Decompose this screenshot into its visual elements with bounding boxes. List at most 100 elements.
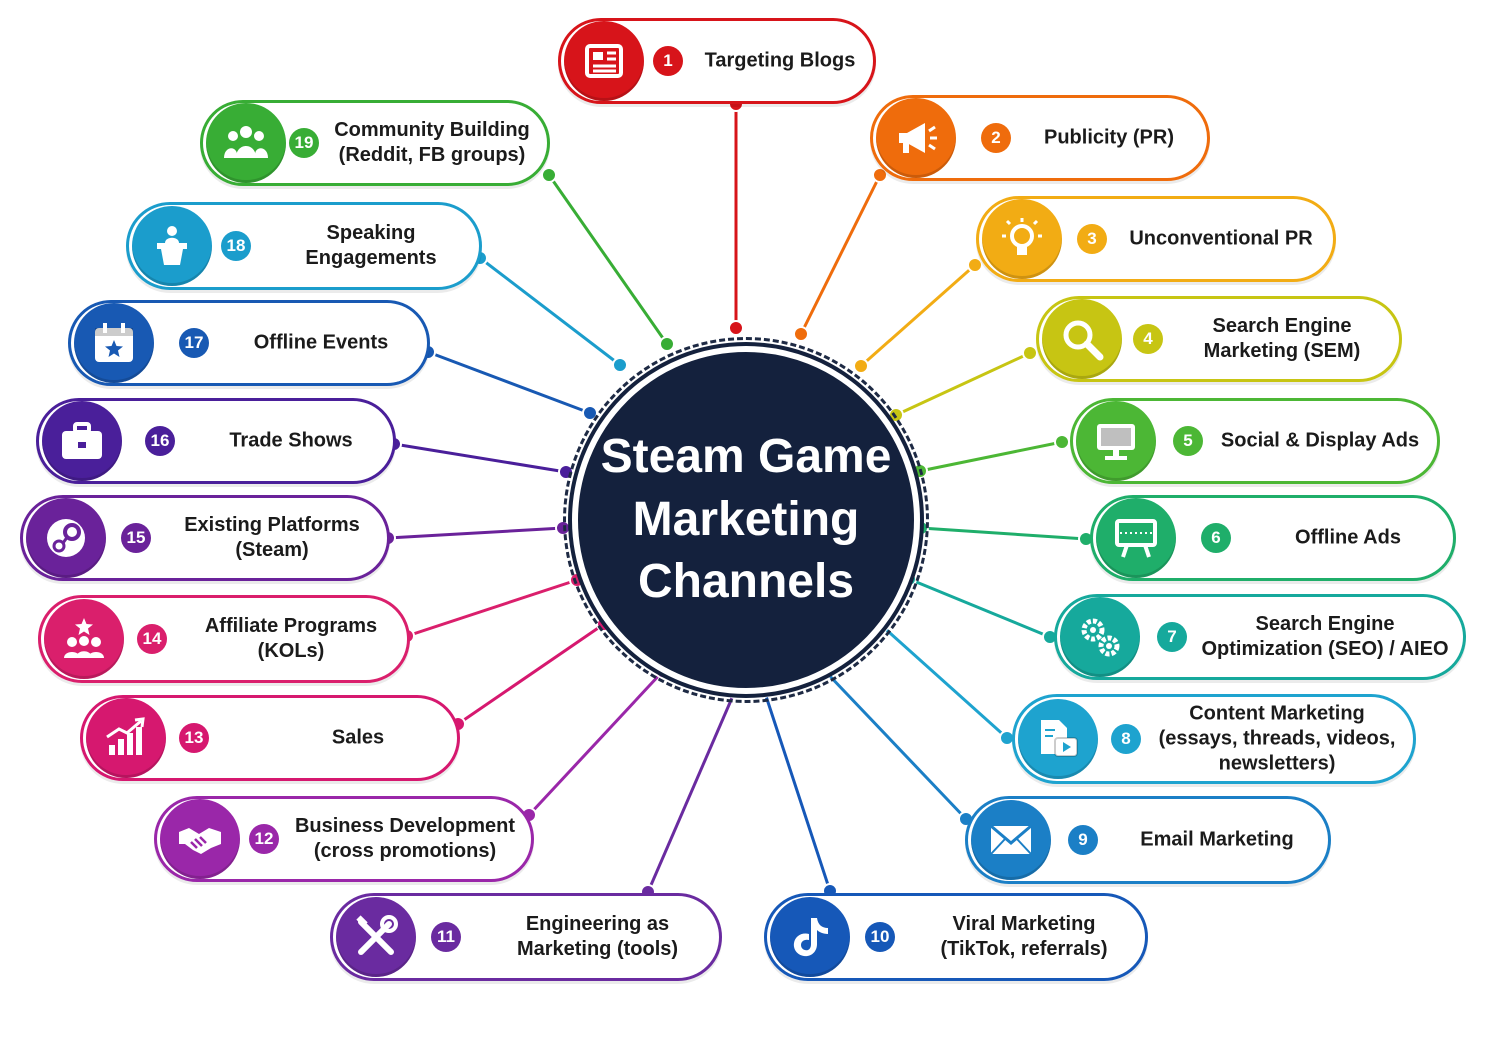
channel-number-12: 12 [249, 824, 279, 854]
gears-icon [1081, 618, 1120, 657]
channel-number-6: 6 [1201, 523, 1231, 553]
channel-number-9: 9 [1068, 825, 1098, 855]
connector-line-14 [406, 578, 578, 638]
channel-icon-7 [1060, 597, 1140, 677]
channel-number-7: 7 [1157, 622, 1187, 652]
tiktok-icon [793, 918, 828, 957]
connector-line-15 [387, 526, 564, 540]
channel-label-19: Community Building (Reddit, FB groups) [334, 119, 530, 166]
channel-number-2: 2 [981, 123, 1011, 153]
channel-pill-3: 3 Unconventional PR [976, 196, 1336, 282]
newspaper-icon [585, 44, 623, 78]
channel-label-12: Business Development (cross promotions) [294, 815, 516, 862]
channel-icon-6 [1096, 498, 1176, 578]
connector-line-13 [457, 622, 605, 726]
channel-label-15: Existing Platforms (Steam) [184, 514, 360, 561]
channel-number-18: 18 [221, 231, 251, 261]
channel-number-17: 17 [179, 328, 209, 358]
connector-line-7 [908, 577, 1051, 639]
speaker-podium-icon [157, 226, 187, 265]
channel-pill-12: 12 Business Development (cross promotions… [154, 796, 534, 882]
connector-line-12 [527, 669, 665, 817]
channel-label-2: Publicity (PR) [1043, 126, 1174, 149]
center-ring [563, 337, 929, 703]
connector-hub-dot-2 [793, 326, 809, 342]
channel-pill-19: 19 Community Building (Reddit, FB groups) [200, 100, 550, 186]
lightbulb-icon [1002, 218, 1042, 255]
channel-pill-8: 8 Content Marketing (essays, threads, vid… [1012, 694, 1416, 784]
group-star-icon [64, 618, 104, 658]
center-hub: Steam Game Marketing Channels [572, 346, 920, 694]
connector-line-17 [427, 350, 591, 415]
connector-line-2 [799, 174, 882, 335]
channel-number-11: 11 [431, 922, 461, 952]
channel-icon-2 [876, 98, 956, 178]
channel-icon-18 [132, 206, 212, 286]
center-title: Steam Game Marketing Channels [600, 430, 892, 609]
connector-line-11 [646, 690, 737, 893]
connector-line-18 [479, 256, 621, 367]
magnifier-icon [1063, 320, 1104, 361]
channel-pill-15: 15 Existing Platforms (Steam) [20, 495, 390, 581]
community-icon [224, 126, 268, 158]
channel-pill-2: 2 Publicity (PR) [870, 95, 1210, 181]
connector-line-3 [860, 263, 976, 368]
channel-number-10: 10 [865, 922, 895, 952]
channel-label-4: Search Engine Marketing (SEM) [1203, 315, 1361, 362]
connector-line-16 [393, 442, 567, 474]
channel-icon-4 [1042, 299, 1122, 379]
channel-number-16: 16 [145, 426, 175, 456]
channel-pill-18: 18 Speaking Engagements [126, 202, 482, 290]
channel-label-8: Content Marketing (essays, threads, vide… [1158, 702, 1396, 775]
channel-icon-14 [44, 599, 124, 679]
channel-icon-19 [206, 103, 286, 183]
calendar-icon [95, 323, 133, 362]
channel-pill-16: 16 Trade Shows [36, 398, 396, 484]
connector-hub-dot-18 [612, 357, 628, 373]
channel-number-3: 3 [1077, 224, 1107, 254]
channel-number-19: 19 [289, 128, 319, 158]
handshake-icon [179, 828, 221, 854]
channel-icon-12 [160, 799, 240, 879]
connector-end-dot-19 [541, 167, 557, 183]
channel-label-6: Offline Ads [1295, 526, 1401, 549]
channel-label-7: Search Engine Optimization (SEO) / AIEO [1201, 613, 1449, 660]
channel-pill-17: 17 Offline Events [68, 300, 430, 386]
briefcase-icon [62, 422, 102, 459]
connector-hub-dot-1 [728, 320, 744, 336]
channel-icon-5 [1076, 401, 1156, 481]
channel-number-14: 14 [137, 624, 167, 654]
channel-icon-11 [336, 897, 416, 977]
channel-icon-15 [26, 498, 106, 578]
connector-end-dot-5 [1054, 434, 1070, 450]
channel-label-3: Unconventional PR [1129, 227, 1313, 250]
channel-label-17: Offline Events [253, 331, 389, 354]
channel-label-16: Trade Shows [229, 429, 353, 452]
channel-icon-13 [86, 698, 166, 778]
connector-end-dot-4 [1022, 345, 1038, 361]
channel-pill-6: 6 Offline Ads [1090, 495, 1456, 581]
connector-line-6 [920, 526, 1087, 541]
connector-line-8 [879, 623, 1009, 740]
channel-label-18: Speaking Engagements [305, 222, 437, 269]
steam-icon [47, 519, 85, 557]
channel-number-1: 1 [653, 46, 683, 76]
connector-line-5 [919, 440, 1063, 473]
connector-line-9 [823, 669, 968, 821]
document-video-icon [1041, 720, 1078, 757]
connector-line-4 [895, 351, 1031, 417]
channel-icon-10 [770, 897, 850, 977]
channel-label-5: Social & Display Ads [1220, 429, 1420, 452]
connector-hub-dot-19 [659, 336, 675, 352]
monitor-icon [1097, 424, 1135, 460]
channel-icon-16 [42, 401, 122, 481]
channel-icon-1 [564, 21, 644, 101]
bar-chart-icon [106, 717, 145, 755]
channel-number-8: 8 [1111, 724, 1141, 754]
channel-number-15: 15 [121, 523, 151, 553]
